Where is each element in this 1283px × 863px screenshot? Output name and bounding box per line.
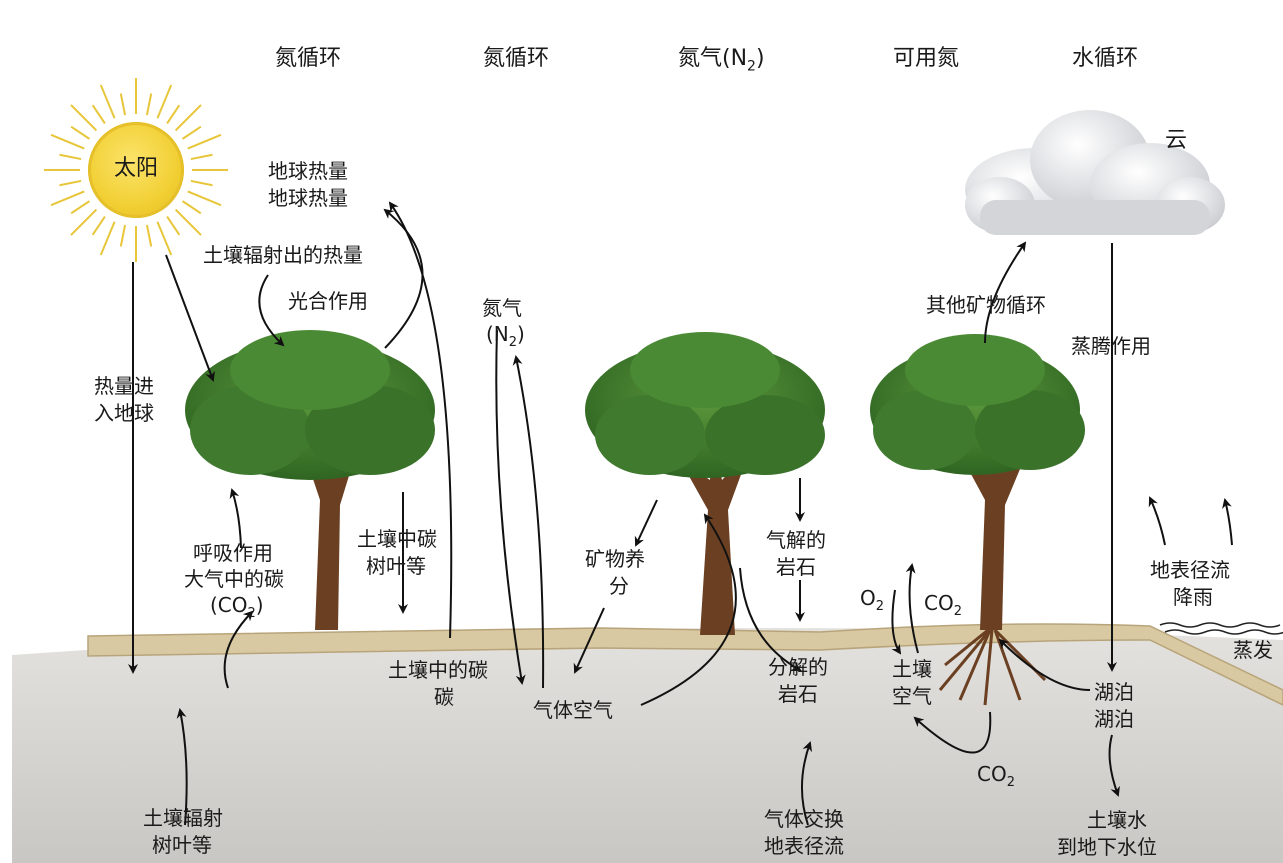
sun-ray	[156, 84, 173, 119]
sun-ray	[187, 190, 222, 207]
gas-air-label: 气体空气	[533, 698, 613, 722]
weathered-rock-label-1: 气解的	[766, 528, 826, 552]
photosynthesis-label: 光合作用	[288, 289, 368, 313]
nitrogen-gas-label-2: (N2)	[486, 322, 525, 350]
other-mineral-cycles-label: 其他矿物循环	[926, 293, 1046, 317]
gas-exchange-label-2: 地表径流	[764, 834, 844, 858]
sun-ray	[145, 93, 153, 116]
sun-ray	[59, 153, 82, 161]
sun-ray	[174, 208, 202, 236]
sun-label: 太阳	[113, 156, 158, 181]
sun-ray	[182, 125, 202, 140]
sun-ray	[70, 125, 90, 140]
sun-ray	[145, 224, 153, 247]
sun-ray	[70, 200, 90, 215]
o2-label: O2	[860, 586, 885, 614]
cloud-label: 云	[1165, 128, 1188, 153]
soil-radiation-label-2: 树叶等	[152, 833, 212, 857]
earth-heat-label-2: 地球热量	[268, 186, 348, 210]
transpiration-label: 蒸腾作用	[1071, 334, 1151, 358]
soil-carbon-label-1: 土壤中的碳	[388, 658, 488, 682]
sun-ray	[156, 221, 173, 256]
decomposed-rock-label-2: 岩石	[778, 682, 818, 706]
heat-into-earth-label-2: 入地球	[94, 401, 154, 425]
surface-runoff-label-1: 地表径流	[1150, 558, 1230, 582]
sun-ray	[70, 208, 98, 236]
header-nitrogen-gas: 氮气(N2)	[678, 46, 765, 75]
sun-ray	[174, 104, 202, 132]
lake-label-2: 湖泊	[1094, 707, 1134, 731]
sun-ray	[91, 104, 106, 124]
sun-ray	[166, 104, 181, 124]
mineral-nutrients-label-1: 矿物养	[585, 547, 645, 571]
header-available-nitrogen: 可用氮	[893, 46, 960, 71]
sun-ray	[99, 84, 116, 119]
surface-runoff-label-2: 降雨	[1173, 585, 1213, 609]
respiration-label-3: (CO2)	[210, 593, 264, 621]
co2-label-b: CO2	[977, 762, 1015, 790]
sun-rays	[44, 78, 228, 262]
sun-ray	[99, 221, 116, 256]
heat-into-earth-label-1: 热量进	[94, 374, 154, 398]
header-water-cycle: 水循环	[1072, 46, 1139, 71]
soil-radiation-label-1: 土壤辐射	[143, 806, 223, 830]
mineral-nutrients-label-2: 分	[609, 574, 629, 598]
sun-ray	[182, 200, 202, 215]
earth-heat-label-1: 地球热量	[268, 159, 348, 183]
nitrogen-gas-label-1: 氮气	[482, 296, 522, 320]
respiration-label-2: 大气中的碳	[184, 567, 284, 591]
sun-ray	[70, 104, 98, 132]
soil-leaves-label-2: 树叶等	[366, 554, 426, 578]
soil-carbon-label-2: 碳	[434, 685, 454, 709]
tree-1	[185, 330, 435, 630]
sun-ray	[190, 153, 213, 161]
sun-ray	[91, 216, 106, 236]
sun-ray	[119, 93, 127, 116]
sun-ray	[187, 133, 222, 150]
soil-air-label-1: 土壤	[892, 657, 932, 681]
sun-ray	[59, 179, 82, 187]
soil-water-label-2: 到地下水位	[1057, 835, 1157, 859]
soil-water-label-1: 土壤水	[1087, 808, 1147, 832]
sun-ray	[190, 179, 213, 187]
sun-ray	[166, 216, 181, 236]
evaporation-label: 蒸发	[1233, 638, 1273, 662]
soil-leaves-label-1: 土壤中碳	[357, 527, 437, 551]
sun-ray	[50, 133, 85, 150]
sun-ray	[50, 190, 85, 207]
respiration-label-1: 呼吸作用	[193, 541, 273, 565]
lake-label-1: 湖泊	[1094, 680, 1134, 704]
soil-air-label-2: 空气	[892, 684, 932, 708]
tree-3	[870, 334, 1085, 706]
tree-2	[585, 332, 825, 635]
decomposed-rock-label-1: 分解的	[768, 655, 828, 679]
weathered-rock-label-2: 岩石	[776, 555, 816, 579]
sun-ray	[119, 224, 127, 247]
cloud-icon	[965, 110, 1225, 235]
gas-exchange-label-1: 气体交换	[764, 807, 844, 831]
header-nitrogen-cycle-2: 氮循环	[483, 46, 550, 71]
sun-icon	[88, 122, 184, 218]
soil-radiated-heat-label: 土壤辐射出的热量	[203, 243, 363, 267]
co2-label-a: CO2	[924, 591, 962, 619]
header-nitrogen-cycle-1: 氮循环	[275, 46, 342, 71]
water-waves	[1159, 622, 1281, 628]
flow-arrows	[128, 201, 1233, 826]
